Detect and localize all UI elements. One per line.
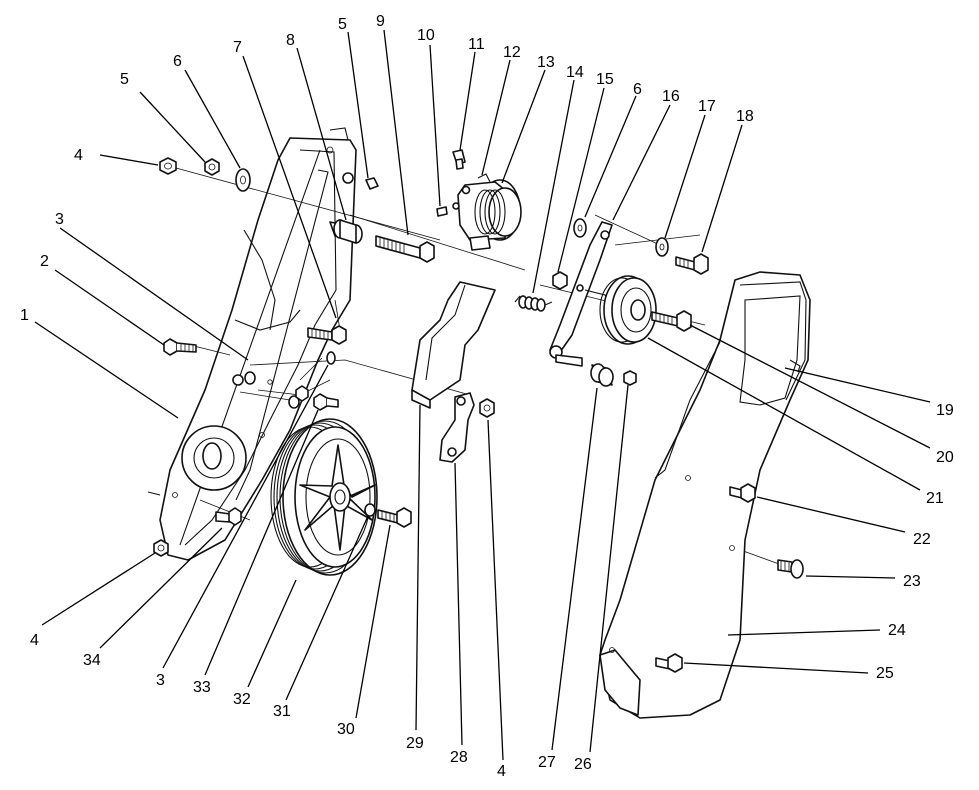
spacer-icon [232,371,309,409]
callout-9: 9 [376,13,385,30]
idler-bracket [411,281,496,409]
callout-29: 29 [406,735,424,752]
callout-19: 19 [936,402,954,419]
bolt-icon [377,507,412,528]
callout-3-lower: 3 [156,672,165,689]
drive-pulley [270,418,378,576]
callout-4-bottom-center: 4 [497,763,506,780]
bolt-icon [675,253,709,275]
bolt-icon [651,310,692,332]
callout-22: 22 [913,531,931,548]
callout-14: 14 [566,64,584,81]
setscrew-icon [436,206,448,217]
tension-arm [439,392,475,463]
nut-icon [153,539,169,557]
callout-7: 7 [233,39,242,56]
callout-8: 8 [286,32,295,49]
knob-icon [777,559,804,579]
callout-26: 26 [574,756,592,773]
callout-3-upper: 3 [55,211,64,228]
callout-6-right: 6 [633,81,642,98]
spacer-tube [329,219,363,244]
spacer-icon [590,363,614,387]
washer-icon [655,237,669,257]
nut-icon [159,157,177,175]
callout-11: 11 [468,36,485,53]
housing-plate [147,127,357,561]
washer-icon [364,503,376,517]
callout-17: 17 [698,98,716,115]
nut-icon [204,158,220,176]
callout-10: 10 [417,27,435,44]
callout-27: 27 [538,754,556,771]
washer-icon [573,218,587,238]
callout-34: 34 [83,652,101,669]
callout-16: 16 [662,88,680,105]
callout-30: 30 [337,721,355,738]
callout-20: 20 [936,449,954,466]
callout-15: 15 [596,71,614,88]
callout-28: 28 [450,749,468,766]
key-icon [365,177,379,190]
callout-24: 24 [888,622,906,639]
bolt-icon [163,338,197,356]
leader-lines [34,29,931,761]
callout-12: 12 [503,44,521,61]
callout-2: 2 [40,253,49,270]
nut-icon [479,398,495,418]
callout-33: 33 [193,679,211,696]
callout-4-bottom-left: 4 [30,632,39,649]
callout-21: 21 [926,490,944,507]
spring-icon [514,295,553,312]
nut-icon [623,370,637,386]
callout-31: 31 [273,703,291,720]
callout-32: 32 [233,691,251,708]
long-bolt [375,235,435,263]
bolt-icon [655,653,683,673]
callout-5-left: 5 [120,71,129,88]
callout-23: 23 [903,573,921,590]
callout-13: 13 [537,54,555,71]
bolt-icon [307,325,347,345]
callout-4-top-left: 4 [74,147,83,164]
bolt-icon [729,483,756,503]
callout-6-left: 6 [173,53,182,70]
callout-labels: 1 2 3 3 4 4 4 5 5 6 6 7 8 9 10 11 12 13 … [20,13,954,780]
bolt-icon [215,507,242,526]
washer-icon [235,168,251,192]
belt-cover [599,271,811,719]
connector-icon [452,149,466,170]
callout-25: 25 [876,665,894,682]
callout-1: 1 [20,307,29,324]
nut-icon [552,271,568,290]
callout-18: 18 [736,108,754,125]
electric-clutch [452,173,522,251]
idler-pulley [599,275,657,345]
callout-5-top: 5 [338,16,347,33]
bolt-icon [313,393,339,411]
washer-icon [326,351,336,365]
